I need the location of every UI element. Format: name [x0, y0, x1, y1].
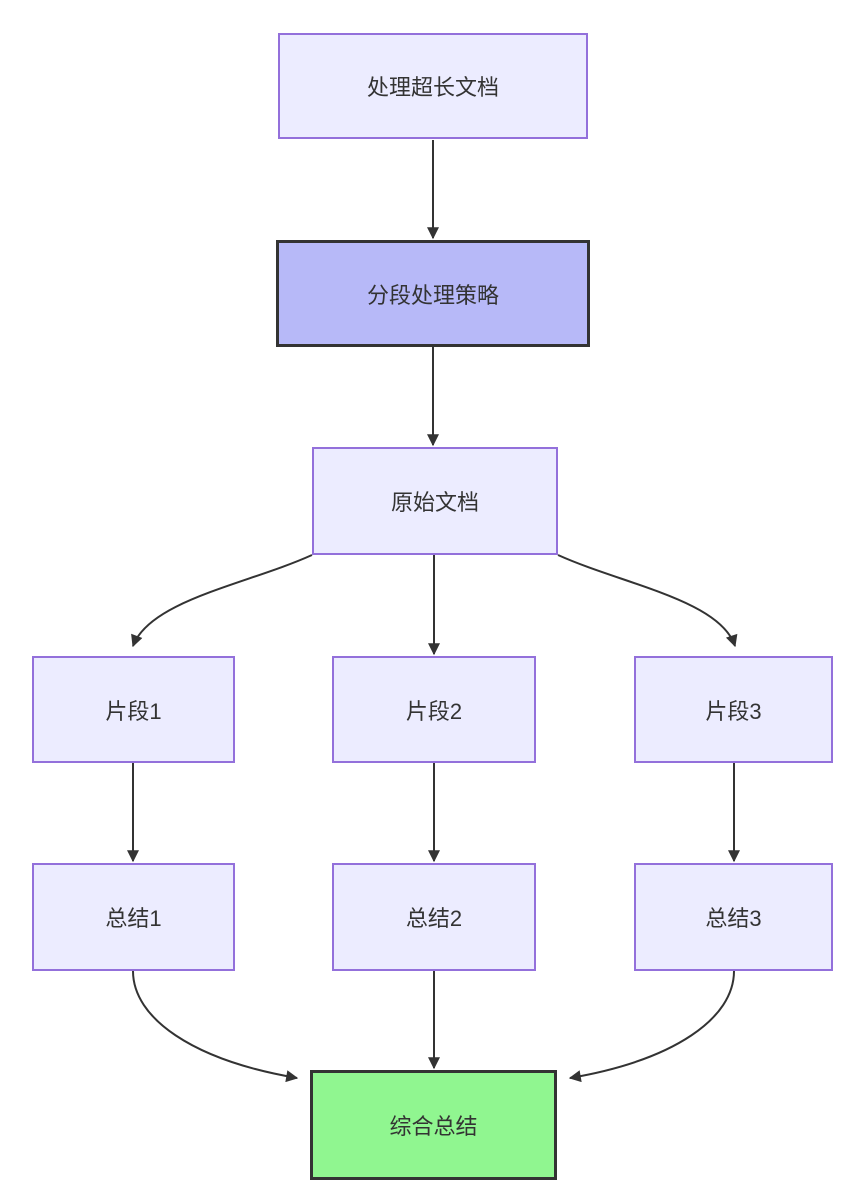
node-label: 总结2 [405, 906, 463, 931]
node-label: 原始文档 [390, 490, 479, 515]
node-summary-2: 总结2 [332, 863, 536, 971]
node-label: 片段3 [705, 698, 762, 724]
node-summary-1: 总结1 [32, 863, 235, 971]
edge-C-D3 [557, 554, 738, 648]
node-label: 综合总结 [389, 1114, 478, 1139]
node-fragment-3: 片段3 [634, 656, 833, 763]
node-segmentation-strategy: 分段处理策略 [276, 240, 590, 347]
node-label: 总结1 [105, 906, 162, 931]
node-label: 片段1 [105, 698, 162, 724]
edge-E3-F [568, 970, 735, 1083]
edge-C-D1 [131, 554, 313, 648]
node-fragment-2: 片段2 [332, 656, 536, 763]
node-summary-3: 总结3 [634, 863, 833, 971]
node-label: 总结3 [705, 906, 762, 931]
node-label: 片段2 [405, 698, 463, 724]
node-label: 处理超长文档 [366, 75, 499, 100]
node-original-document: 原始文档 [312, 447, 558, 555]
node-fragment-1: 片段1 [32, 656, 235, 763]
node-combined-summary: 综合总结 [310, 1070, 557, 1180]
node-label: 分段处理策略 [366, 282, 499, 308]
node-process-long-doc: 处理超长文档 [278, 33, 588, 139]
edge-E1-F [132, 970, 299, 1083]
